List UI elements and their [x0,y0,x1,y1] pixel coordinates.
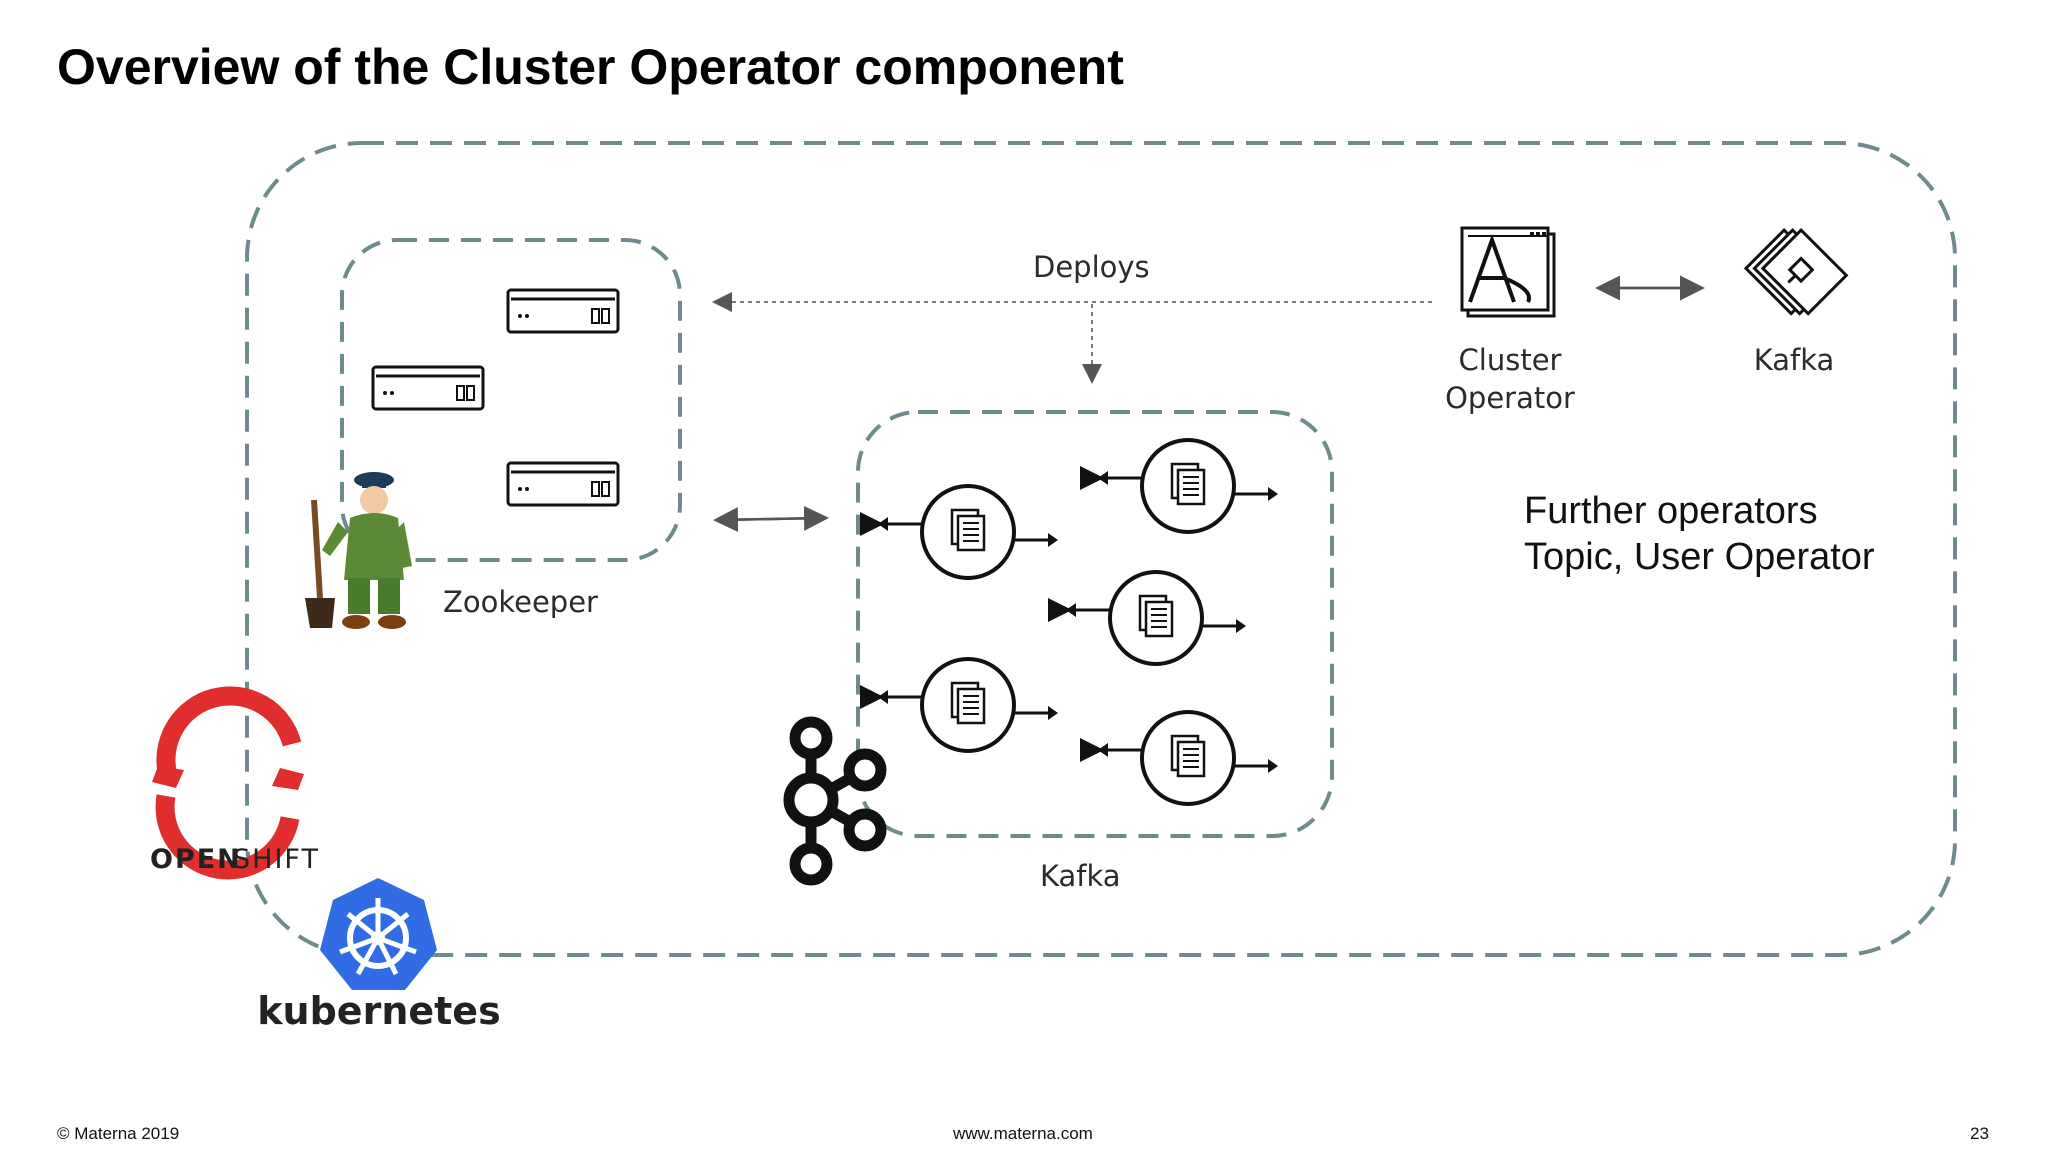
cluster-operator-label-line2: Operator [1445,381,1575,415]
zookeeper-figure [305,472,412,629]
openshift-logo: OPEN SHIFT [150,686,320,880]
further-operators-note: Further operators Topic, User Operator [1524,488,1875,580]
openshift-wordmark-shift: SHIFT [233,844,320,875]
server-icon [506,288,620,334]
server-icon [371,365,485,411]
kafka-cluster-label: Kafka [1040,859,1121,893]
openshift-wordmark-open: OPEN [150,844,242,875]
footer-page-number: 23 [1970,1124,1989,1143]
cluster-operator-label-line1: Cluster [1459,343,1562,377]
cluster-operator-icon [1460,226,1556,318]
kafka-boundary [856,410,1334,838]
kafka-broker-icon [1098,440,1278,532]
further-operators-line1: Further operators [1524,490,1818,532]
zookeeper-label: Zookeeper [443,585,598,619]
deploys-label: Deploys [1033,250,1150,284]
kafka-broker-icon [878,659,1058,751]
kafka-broker-icon [1066,572,1246,664]
kafka-broker-icon [878,486,1058,578]
kafka-top-label: Kafka [1754,343,1835,377]
kafka-icon [1743,228,1849,316]
kubernetes-wordmark: kubernetes [257,989,500,1033]
kubernetes-logo: kubernetes [257,878,501,1033]
outer-cluster-boundary [245,141,1957,957]
footer-website: www.materna.com [953,1124,1093,1143]
zookeeper-boundary [340,238,682,562]
further-operators-line2: Topic, User Operator [1524,536,1875,578]
kafka-broker-icon [1098,712,1278,804]
footer-copyright: © Materna 2019 [57,1124,180,1143]
slide-title: Overview of the Cluster Operator compone… [57,39,1124,95]
server-icon [506,461,620,507]
kafka-logo [783,716,887,886]
